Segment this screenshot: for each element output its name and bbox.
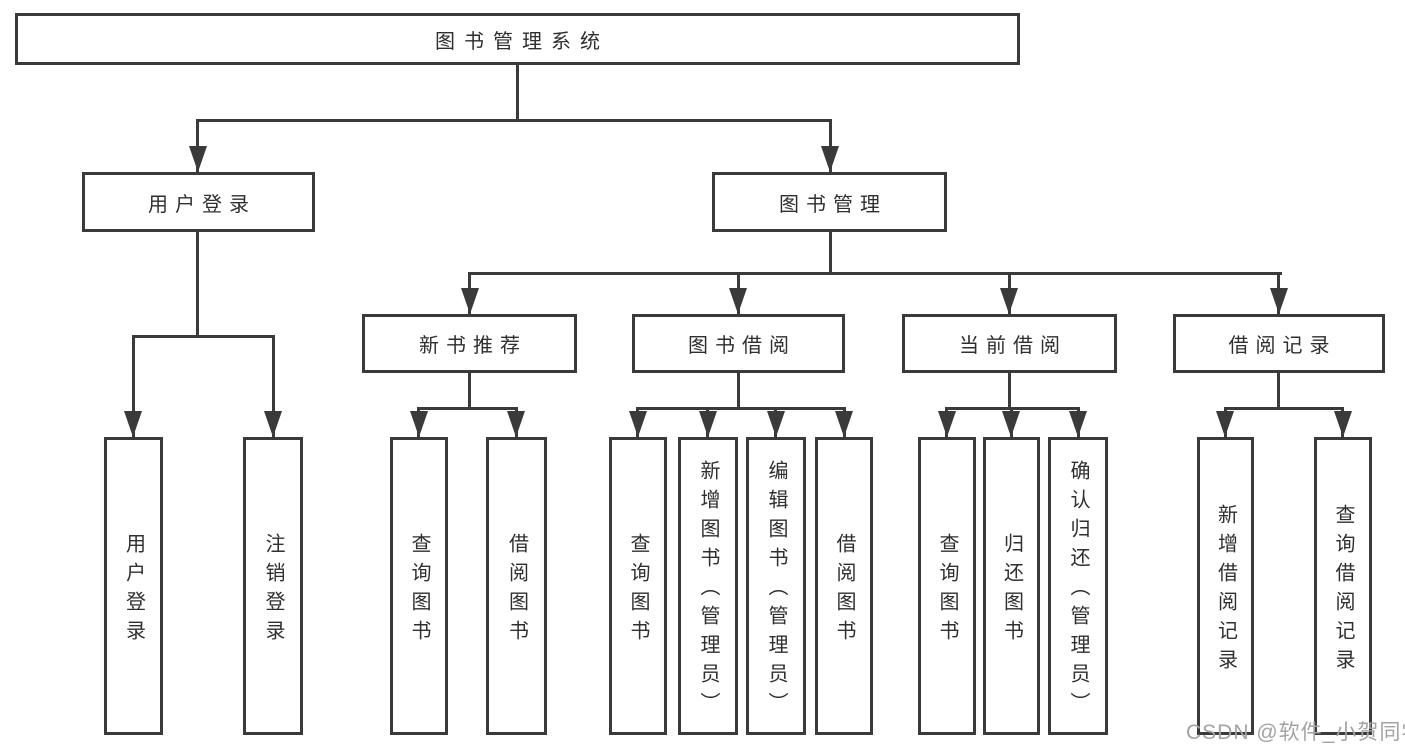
node-borrowing-add-books-label: 新增图书（管理员） <box>697 460 719 721</box>
node-recommend-query-books-label: 查询图书 <box>408 532 430 649</box>
node-recommend-borrow-books: 借阅图书 <box>486 437 547 735</box>
node-records-query-record-label: 查询借阅记录 <box>1332 503 1354 678</box>
connector-recommend-bar <box>417 407 518 410</box>
node-logout-label: 注销登录 <box>262 532 284 649</box>
node-current-confirm-return-label: 确认归还（管理员） <box>1067 460 1089 721</box>
node-borrowing-borrow-books: 借阅图书 <box>815 437 873 735</box>
connector-user-login-stub <box>196 232 199 338</box>
node-book-borrowing-label: 图书借阅 <box>688 335 796 357</box>
node-current-return-books-label: 归还图书 <box>1000 532 1023 649</box>
node-book-borrowing: 图书借阅 <box>632 314 845 373</box>
connector-recommend-stub <box>468 373 471 410</box>
connector-records-bar <box>1224 407 1344 410</box>
connector-root-stub <box>516 65 519 122</box>
connector-records-stub <box>1277 373 1280 410</box>
node-user-login-branch-label: 用户登录 <box>148 193 256 216</box>
node-borrowing-records-label: 借阅记录 <box>1228 335 1337 357</box>
node-borrowing-edit-books-label: 编辑图书（管理员） <box>765 460 787 721</box>
arrowhead-current-query <box>938 411 956 437</box>
node-records-add-record: 新增借阅记录 <box>1197 437 1254 735</box>
node-root-label: 图书管理系统 <box>435 30 609 53</box>
arrowhead-borrowing-edit <box>767 411 785 437</box>
arrowhead-records-add <box>1216 411 1234 437</box>
node-logout: 注销登录 <box>243 437 303 735</box>
node-user-login-label: 用户登录 <box>122 532 145 649</box>
node-current-confirm-return: 确认归还（管理员） <box>1048 437 1108 735</box>
node-book-management-label: 图书管理 <box>779 193 887 216</box>
arrowhead-current-borrowing <box>1000 288 1018 314</box>
arrowhead-borrowing-query <box>629 411 647 437</box>
node-borrowing-add-books: 新增图书（管理员） <box>678 437 738 735</box>
node-current-borrowing: 当前借阅 <box>902 314 1117 373</box>
node-borrowing-edit-books: 编辑图书（管理员） <box>746 437 806 735</box>
arrowhead-logout <box>264 411 282 437</box>
connector-book-management-stub <box>829 232 832 275</box>
arrowhead-book-management <box>821 146 839 172</box>
node-current-query-books: 查询图书 <box>918 437 976 735</box>
connector-drop-user-login-branch <box>196 119 199 172</box>
node-borrowing-borrow-books-label: 借阅图书 <box>833 532 855 649</box>
connector-drop-book-management <box>829 119 832 172</box>
arrowhead-borrowing-records <box>1270 288 1288 314</box>
node-current-return-books: 归还图书 <box>983 437 1040 735</box>
arrowhead-new-book-recommend <box>461 288 479 314</box>
arrowhead-current-confirm <box>1069 411 1087 437</box>
connector-level2-bar <box>196 119 832 122</box>
node-current-query-books-label: 查询图书 <box>936 532 958 649</box>
arrowhead-user-login-branch <box>189 146 207 172</box>
connector-borrowing-bar <box>636 407 846 410</box>
node-records-query-record: 查询借阅记录 <box>1314 437 1372 735</box>
node-borrowing-records: 借阅记录 <box>1173 314 1385 373</box>
arrowhead-borrowing-borrow <box>835 411 853 437</box>
node-recommend-borrow-books-label: 借阅图书 <box>505 532 528 649</box>
node-borrowing-query-books: 查询图书 <box>609 437 667 735</box>
arrowhead-book-borrowing <box>729 288 747 314</box>
arrowhead-user-login <box>124 411 142 437</box>
connector-current-stub <box>1008 373 1011 410</box>
arrowhead-recommend-borrow <box>507 411 525 437</box>
arrowhead-recommend-query <box>410 411 428 437</box>
connector-drop-logout <box>272 335 275 437</box>
node-book-management: 图书管理 <box>712 172 947 232</box>
node-current-borrowing-label: 当前借阅 <box>959 335 1067 357</box>
node-user-login: 用户登录 <box>104 437 163 735</box>
connector-drop-user-login <box>132 335 135 437</box>
node-user-login-branch: 用户登录 <box>82 172 315 232</box>
connector-level3-bar <box>468 272 1282 275</box>
node-new-book-recommend: 新书推荐 <box>362 314 577 373</box>
arrowhead-borrowing-add <box>699 411 717 437</box>
node-new-book-recommend-label: 新书推荐 <box>419 335 527 357</box>
watermark: CSDN @软件_小贺同学 <box>1186 721 1405 744</box>
node-recommend-query-books: 查询图书 <box>390 437 448 735</box>
node-records-add-record-label: 新增借阅记录 <box>1214 503 1237 678</box>
connector-user-login-bar <box>132 335 275 338</box>
arrowhead-records-query <box>1334 411 1352 437</box>
node-root: 图书管理系统 <box>15 13 1020 65</box>
node-borrowing-query-books-label: 查询图书 <box>627 532 649 649</box>
arrowhead-current-return <box>1002 411 1020 437</box>
connector-borrowing-stub <box>737 373 740 410</box>
